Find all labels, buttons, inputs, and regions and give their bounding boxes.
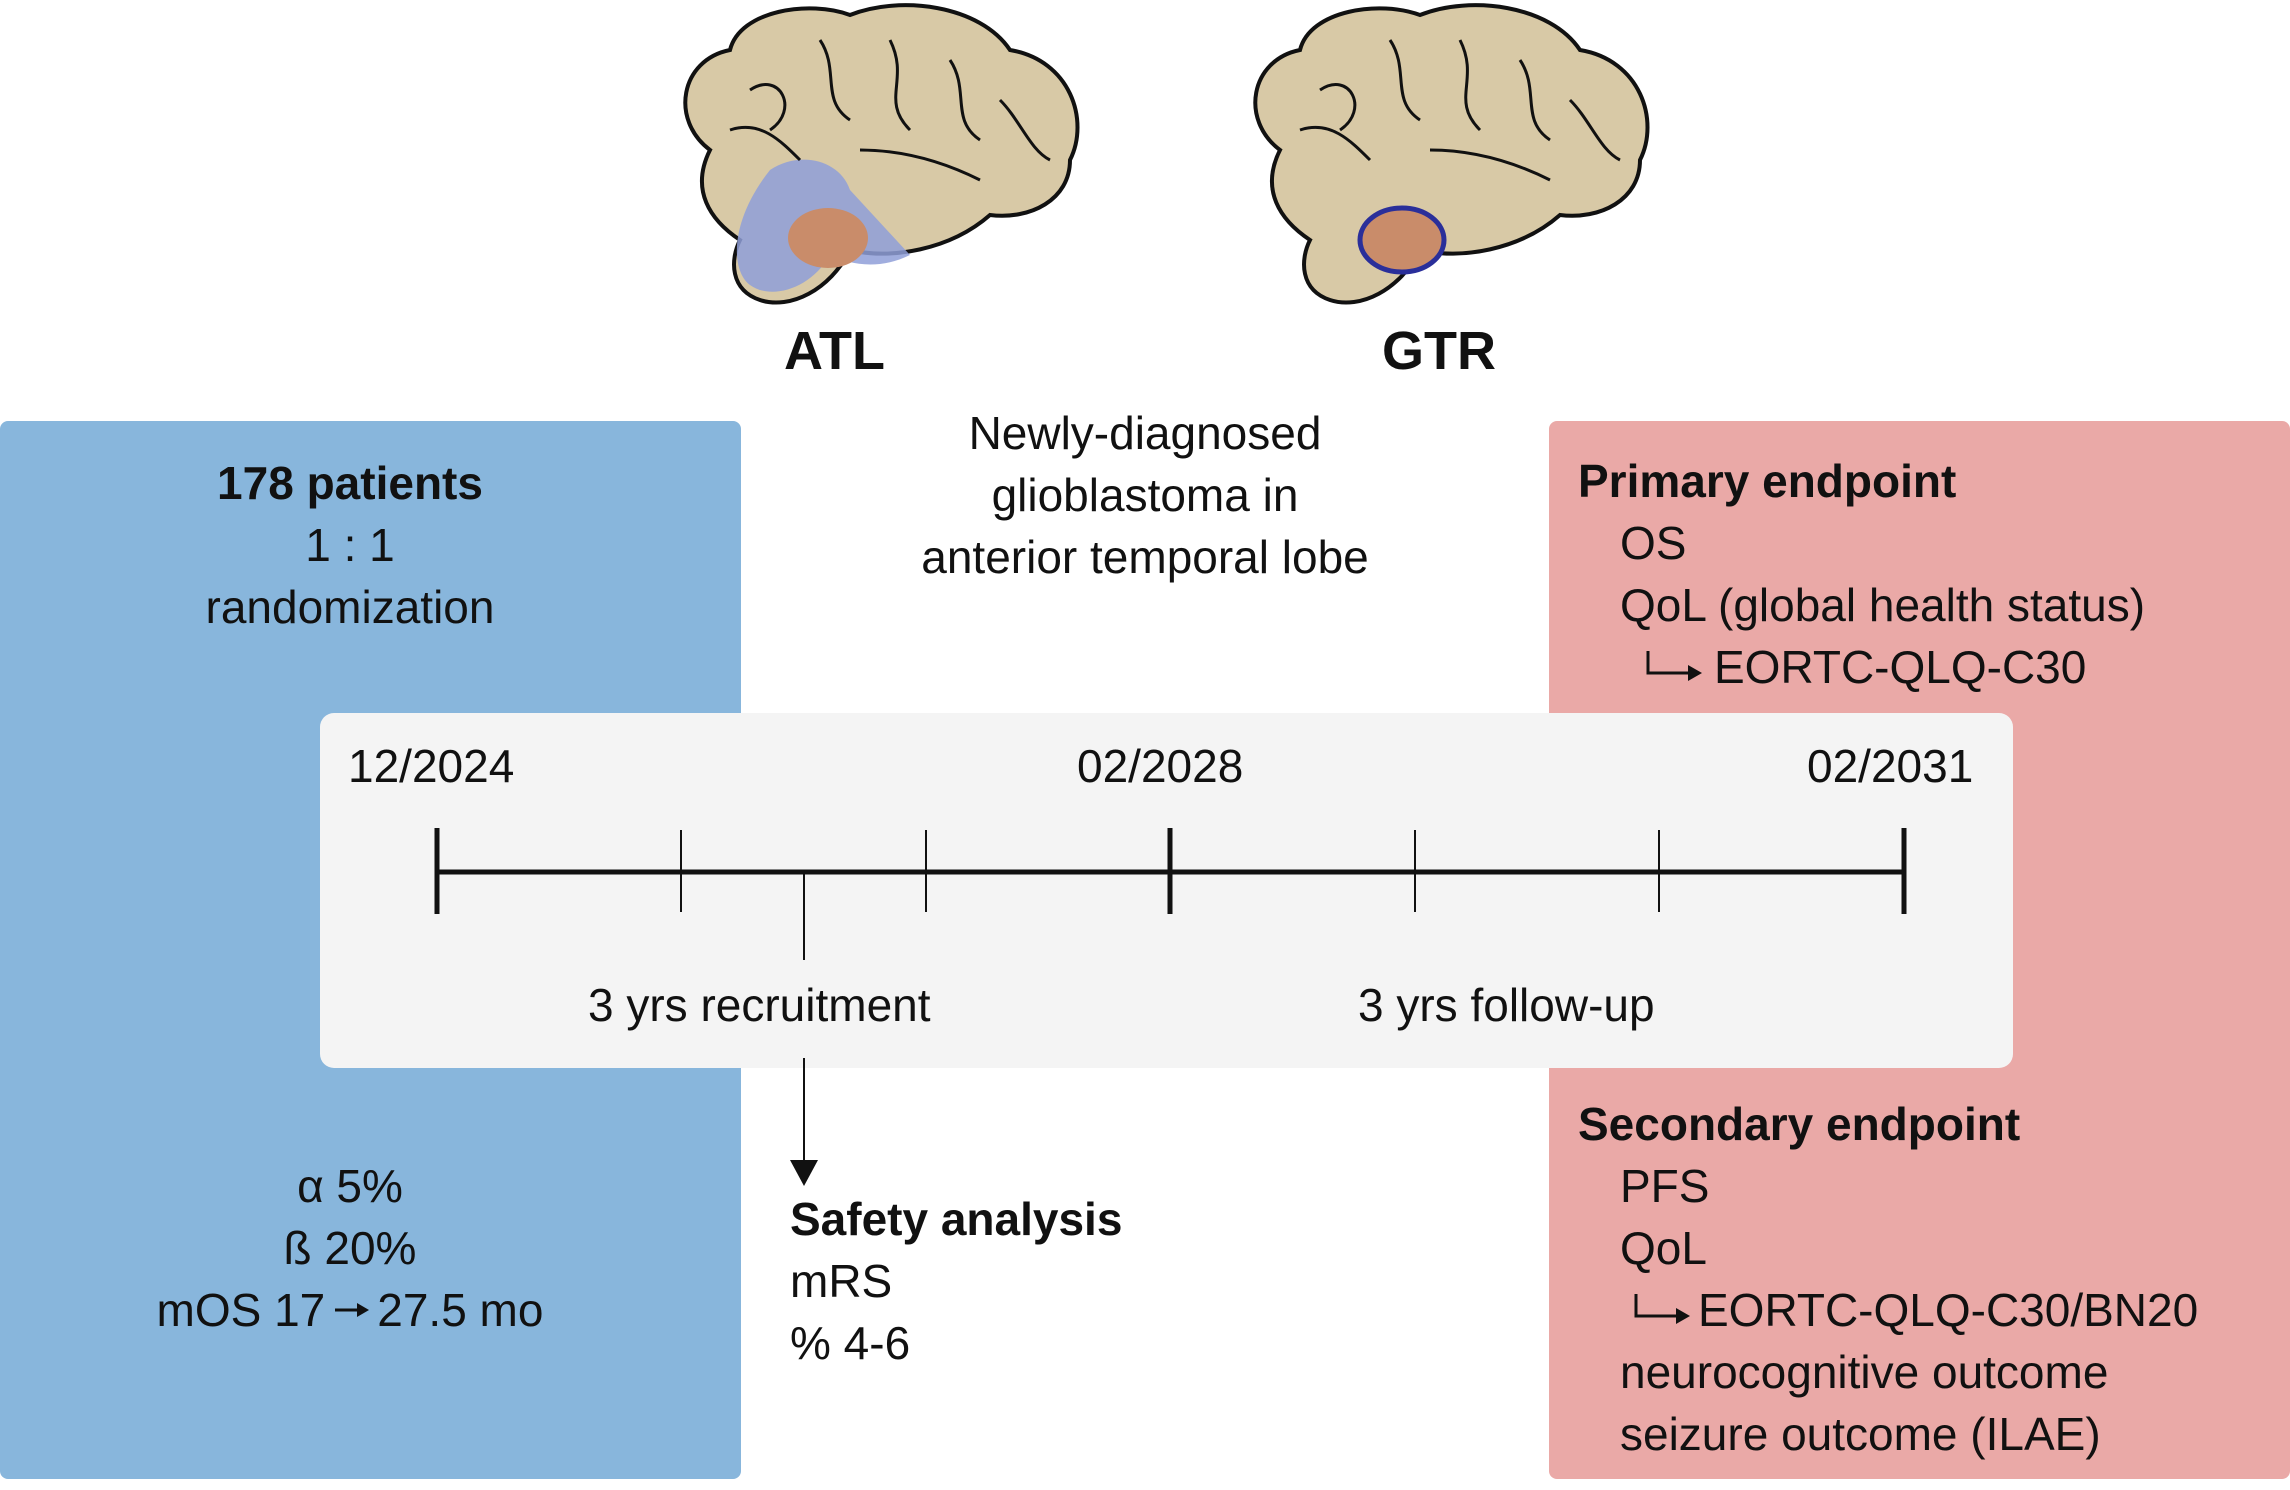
population-line-1: Newly-diagnosed (968, 407, 1322, 459)
secondary-qol: QoL (1620, 1222, 1707, 1274)
date-end: 02/2031 (1807, 740, 1974, 792)
mos-from: mOS 17 (156, 1284, 326, 1336)
safety-title: Safety analysis (790, 1193, 1123, 1245)
randomization-label: randomization (205, 581, 495, 633)
right-arrow-icon (335, 1303, 370, 1317)
gtr-brain-illustration (1253, 3, 1650, 305)
mos-line: mOS 17 27.5 mo (0, 1279, 700, 1341)
safety-analysis: Safety analysis mRS % 4-6 (790, 1188, 1122, 1374)
study-design-stats: α 5% ß 20% mOS 17 27.5 mo (0, 1155, 700, 1341)
primary-os: OS (1620, 517, 1687, 569)
primary-title: Primary endpoint (1578, 455, 1957, 507)
primary-instrument-line: EORTC-QLQ-C30 (1578, 636, 2145, 698)
corner-arrow-icon (1634, 1294, 1690, 1324)
gtr-label: GTR (1382, 321, 1496, 381)
secondary-seizure: seizure outcome (ILAE) (1620, 1408, 2101, 1460)
timeline-box (320, 713, 2013, 1068)
followup-label: 3 yrs follow-up (1358, 979, 1655, 1031)
date-mid: 02/2028 (1077, 740, 1244, 792)
primary-instrument: EORTC-QLQ-C30 (1714, 641, 2087, 693)
secondary-endpoint: Secondary endpoint PFS QoL EORTC-QLQ-C30… (1578, 1093, 2198, 1465)
secondary-neurocognitive: neurocognitive outcome (1620, 1346, 2109, 1398)
study-design-top: 178 patients 1 : 1 randomization (0, 452, 700, 638)
primary-endpoint: Primary endpoint OS QoL (global health s… (1578, 450, 2145, 698)
corner-arrow-icon (1646, 651, 1702, 681)
atl-brain-illustration (683, 3, 1080, 305)
secondary-instrument: EORTC-QLQ-C30/BN20 (1698, 1284, 2199, 1336)
beta-value: ß 20% (283, 1222, 417, 1274)
secondary-pfs: PFS (1620, 1160, 1710, 1212)
alpha-value: α 5% (297, 1160, 403, 1212)
recruitment-label: 3 yrs recruitment (588, 979, 931, 1031)
population-description: Newly-diagnosed glioblastoma in anterior… (840, 402, 1450, 588)
safety-item-percent: % 4-6 (790, 1317, 911, 1369)
population-line-3: anterior temporal lobe (921, 531, 1369, 583)
secondary-title: Secondary endpoint (1578, 1098, 2021, 1150)
secondary-instrument-line: EORTC-QLQ-C30/BN20 (1578, 1279, 2198, 1341)
atl-label: ATL (784, 321, 885, 381)
patients-count: 178 patients (217, 457, 483, 509)
population-line-2: glioblastoma in (991, 469, 1299, 521)
primary-qol: QoL (global health status) (1620, 579, 2146, 631)
date-start: 12/2024 (348, 740, 515, 792)
safety-item-mrs: mRS (790, 1255, 893, 1307)
mos-to: 27.5 mo (377, 1284, 544, 1336)
randomization-ratio: 1 : 1 (305, 519, 395, 571)
